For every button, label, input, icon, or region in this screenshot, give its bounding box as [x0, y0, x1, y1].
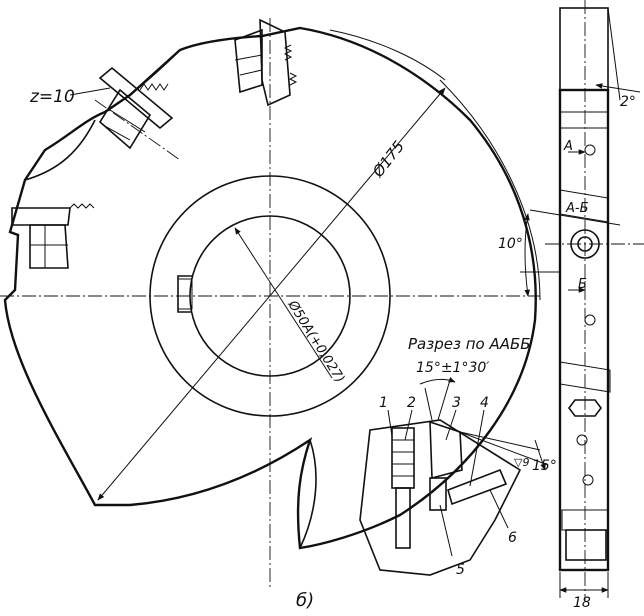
side-angle-label: 2°	[620, 94, 636, 110]
callout-leader-1	[469, 409, 485, 487]
side-wedge	[559, 189, 609, 223]
teeth-count-leader	[69, 87, 111, 96]
side-insert-top	[559, 7, 609, 91]
side-slot	[568, 399, 602, 417]
bore-diameter-dimension	[234, 227, 333, 379]
outer-diameter-label: Ø175	[368, 138, 408, 182]
rake-angle-arc	[419, 377, 456, 385]
bolt-shank	[395, 487, 411, 549]
clearance-angle-arc	[534, 439, 546, 471]
clearance-angle-label: 15°	[532, 458, 557, 474]
section-title: Разрез по ААББ	[408, 335, 531, 353]
tilt-angle-arc	[524, 213, 530, 297]
outer-arc	[439, 79, 541, 301]
callout-1: 4	[480, 395, 489, 411]
front-view	[0, 18, 541, 590]
insert-tooth-upper-left	[94, 66, 181, 161]
rake-angle-label: 15°±1°30′	[416, 360, 490, 376]
gullet-arc	[299, 439, 317, 549]
side-bottom-block	[565, 529, 607, 561]
callout-4: 1	[379, 395, 388, 411]
wedge-5	[429, 477, 447, 511]
callout-2: 3	[452, 395, 461, 411]
clearance-line	[459, 431, 541, 451]
callout-3: 2	[407, 395, 416, 411]
section-mark-a: A	[563, 139, 573, 154]
insert-tooth-left	[11, 203, 95, 269]
roughness-label: ▽9	[514, 456, 529, 469]
side-hole	[584, 314, 596, 326]
tilt-angle-label: 10°	[498, 236, 523, 252]
bolt-3	[391, 427, 415, 489]
outer-arc	[329, 29, 446, 81]
screw-1	[447, 468, 508, 506]
section-mark-b: Б	[578, 277, 587, 292]
callout-leader-4	[387, 409, 393, 437]
callout-leader-2	[445, 409, 457, 441]
side-hole	[576, 434, 588, 446]
callout-5: 5	[456, 562, 465, 578]
gullet-arc	[24, 119, 96, 181]
clearance-line-2	[459, 431, 549, 466]
section-body	[359, 419, 522, 576]
outer-diameter-dimension	[97, 87, 446, 501]
side-hole	[582, 474, 594, 486]
section-detail	[359, 377, 549, 576]
side-angle-line	[607, 7, 621, 101]
side-angle-leader	[595, 83, 641, 93]
width-label: 18	[573, 595, 591, 611]
section-mark-ab: A-Б	[565, 201, 589, 216]
rake-line-2	[437, 379, 451, 421]
callout-leader-3	[404, 409, 413, 441]
callout-leader-6	[489, 489, 509, 529]
side-view	[520, 0, 644, 600]
teeth-count-label: z=10	[29, 87, 75, 107]
side-hole	[584, 144, 596, 156]
tilt-line	[529, 209, 621, 226]
callout-leader-5	[439, 504, 453, 557]
side-body	[558, 88, 610, 572]
side-hatch-band	[559, 111, 609, 129]
rake-line	[424, 387, 433, 421]
callout-6: 6	[508, 530, 517, 546]
insert-tooth-top	[234, 18, 298, 107]
side-insert-mid	[559, 361, 611, 393]
panel-label: б)	[296, 590, 314, 611]
